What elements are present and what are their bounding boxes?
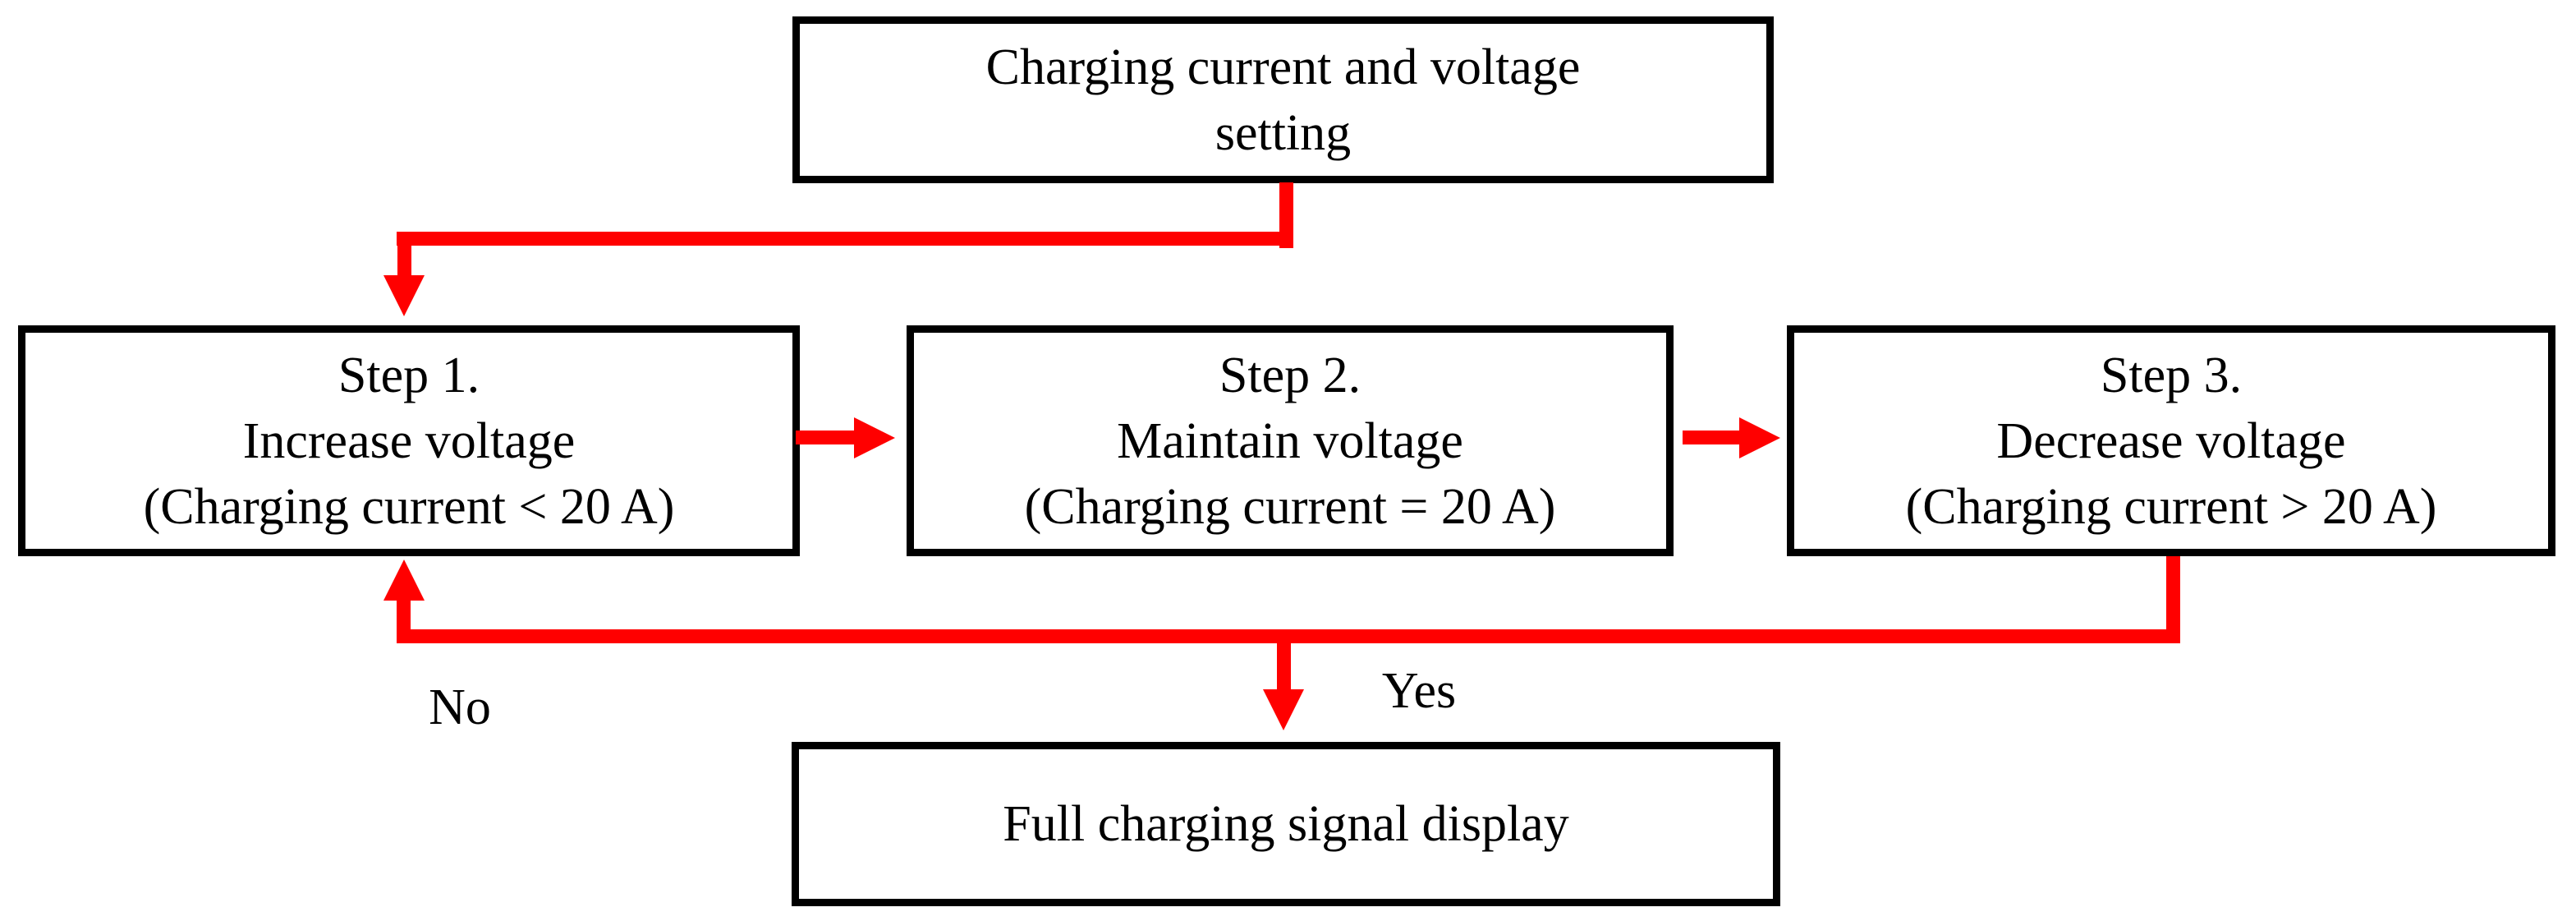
edge-label-yes: Yes (1381, 663, 1457, 719)
arrowhead-right-icon (854, 417, 895, 458)
node-step2-maintain-voltage: Step 2. Maintain voltage (Charging curre… (907, 325, 1674, 556)
node-line: Increase voltage (242, 412, 576, 469)
arrowhead-down-icon (1263, 689, 1304, 730)
connector-yes-to-end-shaft (1277, 643, 1291, 691)
node-line: (Charging current < 20 A) (143, 478, 675, 535)
connector-step2-to-step3-shaft (1683, 431, 1740, 444)
connector-return-horizontal-segment (397, 629, 2180, 643)
connector-no-to-step1-shaft (397, 598, 411, 631)
node-line: Maintain voltage (1117, 412, 1463, 469)
node-end-full-charging-signal: Full charging signal display (792, 742, 1780, 906)
edge-label-no: No (429, 679, 491, 735)
node-line: setting (1215, 104, 1352, 161)
node-step3-decrease-voltage: Step 3. Decrease voltage (Charging curre… (1787, 325, 2555, 556)
node-line: Step 2. (1219, 347, 1361, 403)
node-line: Full charging signal display (1003, 796, 1569, 852)
arrowhead-right-icon (1739, 417, 1780, 458)
connector-step1-to-step2-shaft (796, 431, 855, 444)
connector-start-to-step1-shaft (397, 244, 411, 279)
connector-step3-down-segment (2166, 556, 2180, 642)
node-line: Step 3. (2100, 347, 2243, 403)
node-line: Decrease voltage (1996, 412, 2346, 469)
node-line: (Charging current = 20 A) (1024, 478, 1556, 535)
node-start-charging-setting: Charging current and voltage setting (792, 16, 1774, 183)
node-step1-increase-voltage: Step 1. Increase voltage (Charging curre… (18, 325, 800, 556)
connector-start-horizontal-segment (397, 232, 1293, 246)
node-line: (Charging current > 20 A) (1905, 478, 2437, 535)
arrowhead-down-icon (383, 275, 425, 316)
node-line: Step 1. (337, 347, 480, 403)
node-line: Charging current and voltage (985, 39, 1581, 95)
arrowhead-up-icon (383, 560, 425, 601)
